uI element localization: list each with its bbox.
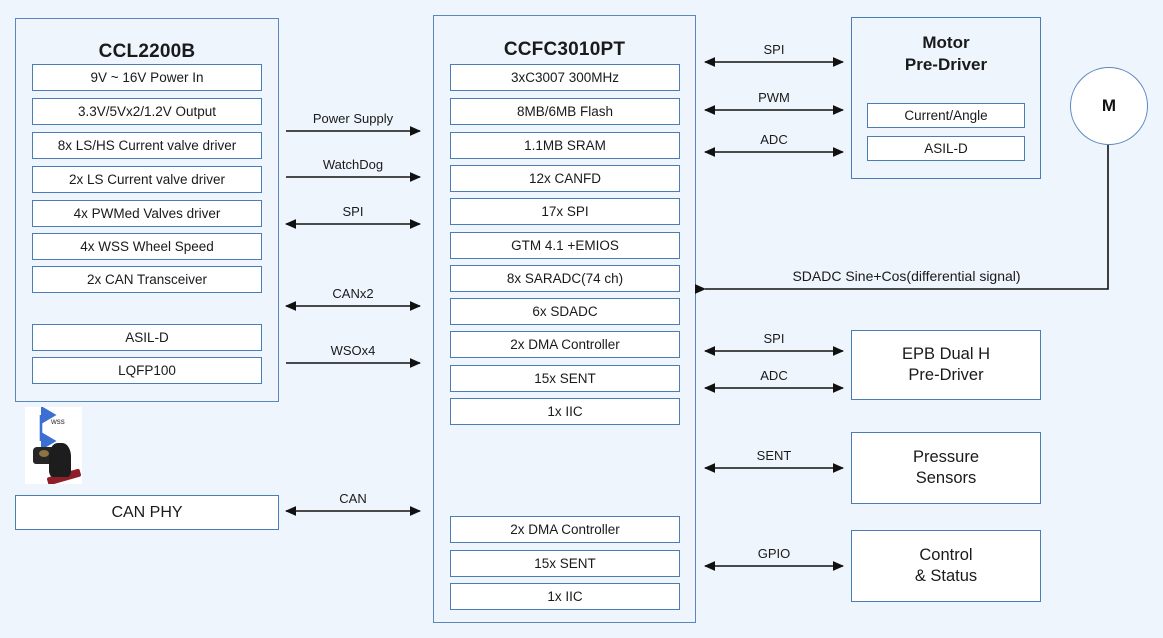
motor-pre-driver-row-asil-d[interactable]: ASIL-D: [867, 136, 1025, 161]
wss-sensor-photo: wss: [25, 407, 82, 484]
wire-label-sdadc: SDADC Sine+Cos(differential signal): [792, 268, 1021, 284]
control-status-block[interactable]: Control & Status: [851, 530, 1041, 602]
motor-label: M: [1101, 96, 1117, 115]
wire-label-spi-epb: SPI: [763, 331, 785, 346]
center-row-5[interactable]: GTM 4.1 +EMIOS: [450, 232, 680, 259]
center-row-lower-0[interactable]: 2x DMA Controller: [450, 516, 680, 543]
pressure-title-line-1: Sensors: [915, 469, 977, 487]
left-row-6[interactable]: 2x CAN Transceiver: [32, 266, 262, 293]
wire-label-wsox4: WSOx4: [330, 343, 376, 358]
left-row-4[interactable]: 4x PWMed Valves driver: [32, 200, 262, 227]
wire-label-canx2: CANx2: [332, 286, 374, 301]
wire-label-spi-left: SPI: [342, 204, 364, 219]
sensor-head: [49, 443, 71, 477]
left-panel-title: CCL2200B: [98, 41, 196, 62]
center-row-4[interactable]: 17x SPI: [450, 198, 680, 225]
wire-label-watchdog: WatchDog: [322, 157, 384, 172]
center-row-lower-1[interactable]: 15x SENT: [450, 550, 680, 577]
epb-dual-h-pre-driver-block[interactable]: EPB Dual H Pre-Driver: [851, 330, 1041, 400]
center-row-9[interactable]: 15x SENT: [450, 365, 680, 392]
center-row-7[interactable]: 6x SDADC: [450, 298, 680, 325]
motor-symbol: M: [1070, 67, 1148, 145]
motor-pre-driver-title-line-1: Pre-Driver: [904, 54, 988, 74]
can-phy-block[interactable]: CAN PHY: [15, 495, 279, 530]
wire-label-gpio-control: GPIO: [757, 546, 791, 561]
wire-label-can: CAN: [339, 491, 367, 506]
wire-label-adc-motor: ADC: [760, 132, 788, 147]
wire-label-power-supply: Power Supply: [312, 111, 394, 126]
left-row-2[interactable]: 8x LS/HS Current valve driver: [32, 132, 262, 159]
wire-label-pwm-motor: PWM: [758, 90, 790, 105]
pressure-title-line-0: Pressure: [912, 447, 980, 466]
control-title-line-0: Control: [919, 545, 973, 564]
center-row-3[interactable]: 12x CANFD: [450, 165, 680, 192]
wire-label-spi-motor: SPI: [763, 42, 785, 57]
control-title-line-1: & Status: [914, 567, 978, 585]
left-row-5[interactable]: 4x WSS Wheel Speed: [32, 233, 262, 260]
epb-title-line-1: Pre-Driver: [908, 366, 984, 384]
center-row-lower-2[interactable]: 1x IIC: [450, 583, 680, 610]
wire-label-sent-pressure: SENT: [756, 448, 792, 463]
left-row-asil-d[interactable]: ASIL-D: [32, 324, 262, 351]
center-row-8[interactable]: 2x DMA Controller: [450, 331, 680, 358]
center-row-1[interactable]: 8MB/6MB Flash: [450, 98, 680, 125]
motor-pre-driver-title-line-0: Motor: [922, 33, 970, 52]
left-row-lqfp100[interactable]: LQFP100: [32, 357, 262, 384]
center-row-6[interactable]: 8x SARADC(74 ch): [450, 265, 680, 292]
pressure-sensors-block[interactable]: Pressure Sensors: [851, 432, 1041, 504]
motor-pre-driver-row-current-angle[interactable]: Current/Angle: [867, 103, 1025, 128]
left-row-0[interactable]: 9V ~ 16V Power In: [32, 64, 262, 91]
wire-label-adc-epb: ADC: [760, 368, 788, 383]
center-row-0[interactable]: 3xC3007 300MHz: [450, 64, 680, 91]
wss-photo-label: wss: [51, 417, 65, 426]
left-row-1[interactable]: 3.3V/5Vx2/1.2V Output: [32, 98, 262, 125]
wss-arrow-icon: [39, 407, 57, 451]
center-panel-title: CCFC3010PT: [503, 39, 626, 60]
sensor-eye: [39, 450, 49, 457]
center-row-2[interactable]: 1.1MB SRAM: [450, 132, 680, 159]
center-row-10[interactable]: 1x IIC: [450, 398, 680, 425]
left-row-3[interactable]: 2x LS Current valve driver: [32, 166, 262, 193]
epb-title-line-0: EPB Dual H: [901, 344, 991, 363]
